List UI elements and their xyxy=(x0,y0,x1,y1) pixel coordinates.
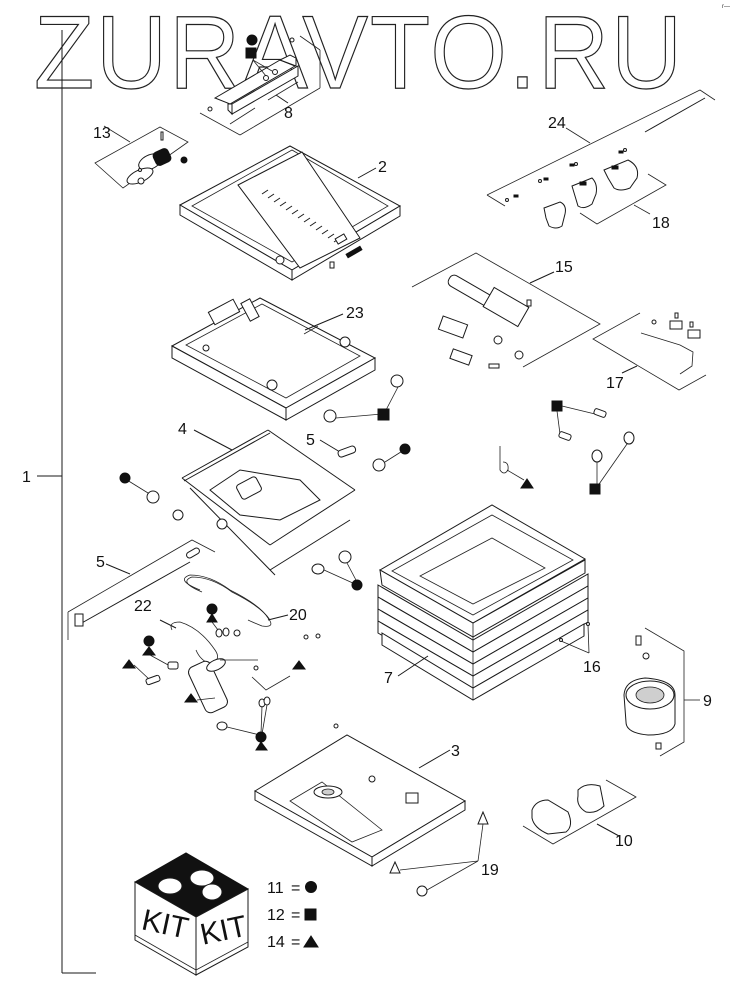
bushing-circle-left xyxy=(119,472,160,504)
callout-label-5-upper: 5 xyxy=(306,432,315,449)
callout-label-15: 16 xyxy=(583,659,601,676)
callout-label-1: 1 xyxy=(22,469,31,486)
part-4-scissor xyxy=(172,429,356,576)
callout-label-3: 3 xyxy=(451,743,460,760)
part-2-top-frame xyxy=(178,145,402,281)
legend-number: 12 xyxy=(267,907,285,924)
legend-equals: = xyxy=(291,907,300,924)
callout-label-5-lower: 5 xyxy=(96,554,105,571)
legend-equals: = xyxy=(291,880,300,897)
bushing-circle-right xyxy=(372,443,411,472)
part-16-valve xyxy=(411,252,601,369)
callout-label-4: 4 xyxy=(178,421,187,438)
legend-row-14: 14 = xyxy=(267,934,319,951)
callout-label-22: 22 xyxy=(134,598,152,615)
part-24-rod-kit xyxy=(486,89,716,207)
callout-label-16: 15 xyxy=(555,259,573,276)
part-23-mid-frame xyxy=(170,297,377,421)
callout-label-9: 9 xyxy=(703,693,712,710)
square-symbol-icon xyxy=(304,908,317,921)
callout-label-23: 23 xyxy=(346,305,364,322)
pins-square-group xyxy=(499,400,635,495)
part-8-bracket xyxy=(199,34,321,136)
callout-label-20: 20 xyxy=(289,607,307,624)
corner-mark: r— xyxy=(722,4,730,10)
callout-label-18: 18 xyxy=(652,215,670,232)
part-13-actuator xyxy=(94,125,189,189)
callout-label-10: 10 xyxy=(615,833,633,850)
part-15-clips xyxy=(559,622,590,654)
part-17-linkage xyxy=(592,312,707,391)
legend-row-12: 12 = xyxy=(267,907,317,924)
kit-box[interactable]: KIT KIT xyxy=(133,852,250,976)
part-5-pin xyxy=(319,439,357,458)
part-3-base xyxy=(254,723,466,867)
symbol-legend: 11 = 12 = 14 = xyxy=(267,880,319,951)
part-20-cable xyxy=(183,574,289,627)
part-9-air-spring xyxy=(623,627,700,757)
bushing-circle-bottom xyxy=(311,550,363,591)
part-19-stops xyxy=(389,810,489,897)
callout-label-24: 24 xyxy=(548,115,566,132)
part-18-handles xyxy=(543,159,667,229)
legend-number: 11 xyxy=(267,880,284,897)
part-22-hydraulic xyxy=(159,619,291,714)
legend-number: 14 xyxy=(267,934,285,951)
circle-symbol-icon xyxy=(305,881,317,893)
legend-equals: = xyxy=(291,934,300,951)
legend-row-11: 11 = xyxy=(267,880,317,897)
vent-slots xyxy=(261,189,341,243)
callout-label-19: 19 xyxy=(481,862,499,879)
callout-1-bracket xyxy=(37,30,96,974)
part-7-bellows xyxy=(377,504,589,701)
part-10-cover xyxy=(522,779,637,845)
fastener-symbols-22 xyxy=(122,603,321,751)
callout-label-13: 13 xyxy=(93,125,111,142)
callout-label-7: 7 xyxy=(384,670,393,687)
watermark-text: ZURAVTO.RU xyxy=(34,0,684,111)
part-5-rod xyxy=(67,539,216,640)
callout-label-17: 17 xyxy=(606,375,624,392)
callout-label-8: 8 xyxy=(284,105,293,122)
bushings-square-group-a xyxy=(323,374,404,423)
triangle-symbol-icon xyxy=(303,935,319,948)
callout-label-2: 2 xyxy=(378,159,387,176)
